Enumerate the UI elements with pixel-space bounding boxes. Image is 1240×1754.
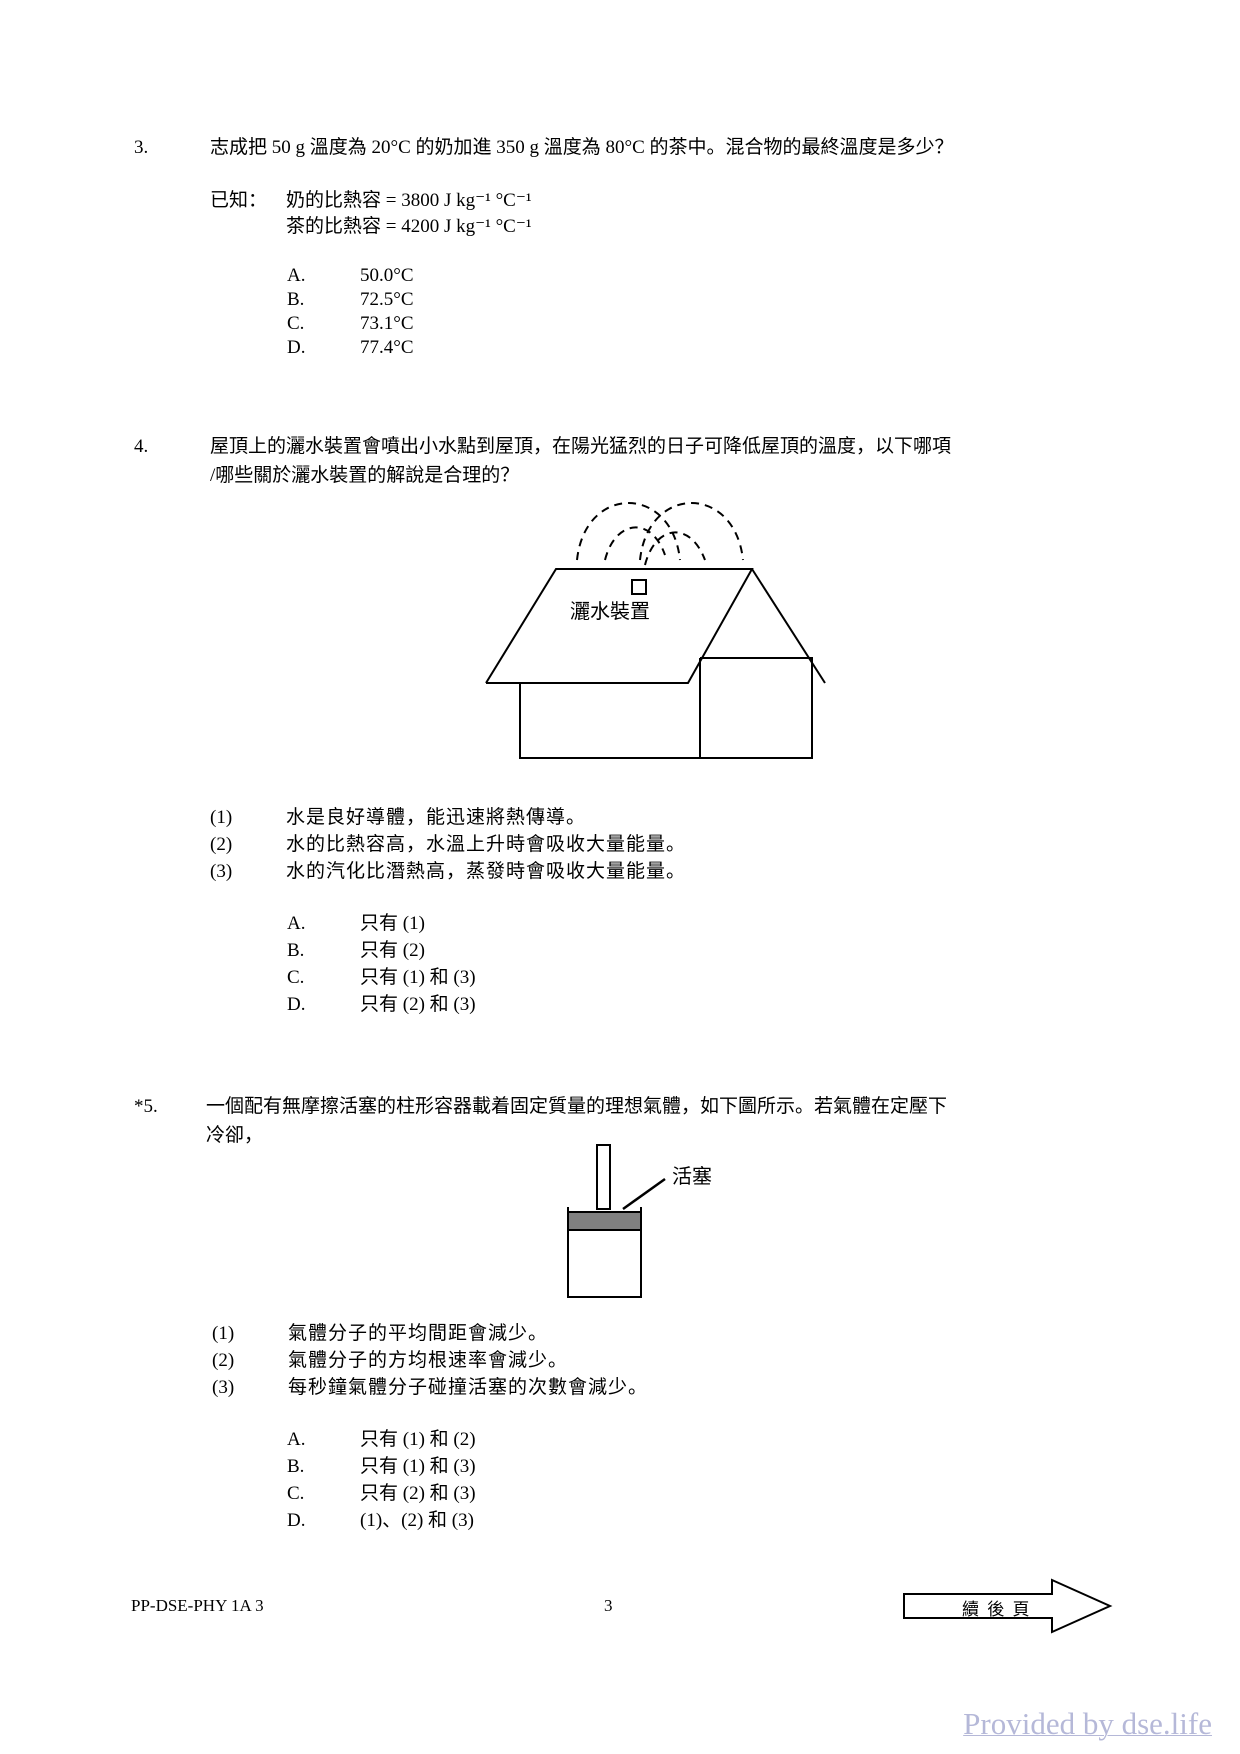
statement-number: (2) [212,1350,235,1371]
option-letter: B. [287,289,305,310]
option-letter: C. [287,313,305,334]
sprinkler-icon [631,579,647,595]
statement-number: (3) [210,861,233,882]
option-letter: A. [287,913,306,934]
question-4-option-d[interactable]: D. 只有 (2) 和 (3) [287,993,687,1017]
piston-label: 活塞 [672,1166,712,1188]
option-letter: A. [287,265,306,286]
option-text: 72.5°C [360,289,414,310]
question-3-given-milk: 奶的比熱容 = 3800 J kg⁻¹ °C⁻¹ [286,190,532,211]
question-5-option-d[interactable]: D. (1)、(2) 和 (3) [287,1509,687,1533]
page-number: 3 [604,1596,613,1615]
option-letter: D. [287,994,306,1015]
option-text: 只有 (1) 和 (3) [360,1456,476,1477]
option-letter: C. [287,1483,305,1504]
question-3-option-b[interactable]: B. 72.5°C [287,288,587,312]
option-letter: D. [287,1510,306,1531]
statement-number: (1) [210,807,233,828]
option-letter: C. [287,967,305,988]
option-text: 只有 (1) [360,913,425,934]
question-5-number: *5. [134,1096,158,1117]
question-3-number: 3. [134,137,149,158]
question-3-stem: 志成把 50 g 溫度為 20°C 的奶加進 350 g 溫度為 80°C 的茶… [210,137,954,158]
statement-text: 每秒鐘氣體分子碰撞活塞的次數會減少。 [288,1377,649,1398]
paper-code: PP-DSE-PHY 1A 3 [131,1596,264,1615]
option-letter: B. [287,940,305,961]
question-3-given-label: 已知： [210,190,268,211]
question-3-option-c[interactable]: C. 73.1°C [287,312,587,336]
question-4-option-c[interactable]: C. 只有 (1) 和 (3) [287,966,687,990]
question-3-option-a[interactable]: A. 50.0°C [287,264,587,288]
option-text: 只有 (2) [360,940,425,961]
question-4-option-b[interactable]: B. 只有 (2) [287,939,687,963]
question-4-number: 4. [134,436,149,457]
question-4-stem-line-1: 屋頂上的灑水裝置會噴出小水點到屋頂，在陽光猛烈的日子可降低屋頂的溫度，以下哪項 [210,436,952,457]
option-letter: B. [287,1456,305,1477]
continue-label: 續 後 頁 [962,1600,1032,1619]
option-letter: A. [287,1429,306,1450]
question-4-stem-line-2: /哪些關於灑水裝置的解說是合理的？ [210,465,520,486]
piston [567,1211,642,1231]
option-text: 只有 (1) 和 (2) [360,1429,476,1450]
question-3-given-tea: 茶的比熱容 = 4200 J kg⁻¹ °C⁻¹ [286,216,532,237]
option-text: 只有 (2) 和 (3) [360,1483,476,1504]
statement-number: (2) [210,834,233,855]
option-text: 50.0°C [360,265,414,286]
option-text: 只有 (2) 和 (3) [360,994,476,1015]
option-text: 77.4°C [360,337,414,358]
option-text: (1)、(2) 和 (3) [360,1510,474,1531]
question-5-option-c[interactable]: C. 只有 (2) 和 (3) [287,1482,687,1506]
statement-text: 水是良好導體，能迅速將熱傳導。 [286,807,587,828]
statement-text: 氣體分子的方均根速率會減少。 [288,1350,569,1371]
watermark: Provided by dse.life [963,1706,1212,1741]
statement-number: (3) [212,1377,235,1398]
question-4-option-a[interactable]: A. 只有 (1) [287,912,687,936]
sprinkler-label: 灑水裝置 [570,601,650,623]
question-5-option-a[interactable]: A. 只有 (1) 和 (2) [287,1428,687,1452]
question-3-option-d[interactable]: D. 77.4°C [287,336,587,360]
question-5-option-b[interactable]: B. 只有 (1) 和 (3) [287,1455,687,1479]
question-5-stem-line-2: 冷卻， [206,1125,264,1146]
option-text: 只有 (1) 和 (3) [360,967,476,988]
statement-number: (1) [212,1323,235,1344]
option-letter: D. [287,337,306,358]
option-text: 73.1°C [360,313,414,334]
statement-text: 水的比熱容高，水溫上升時會吸收大量能量。 [286,834,687,855]
statement-text: 氣體分子的平均間距會減少。 [288,1323,549,1344]
question-5-stem-line-1: 一個配有無摩擦活塞的柱形容器載着固定質量的理想氣體，如下圖所示。若氣體在定壓下 [206,1096,948,1117]
statement-text: 水的汽化比潛熱高，蒸發時會吸收大量能量。 [286,861,687,882]
